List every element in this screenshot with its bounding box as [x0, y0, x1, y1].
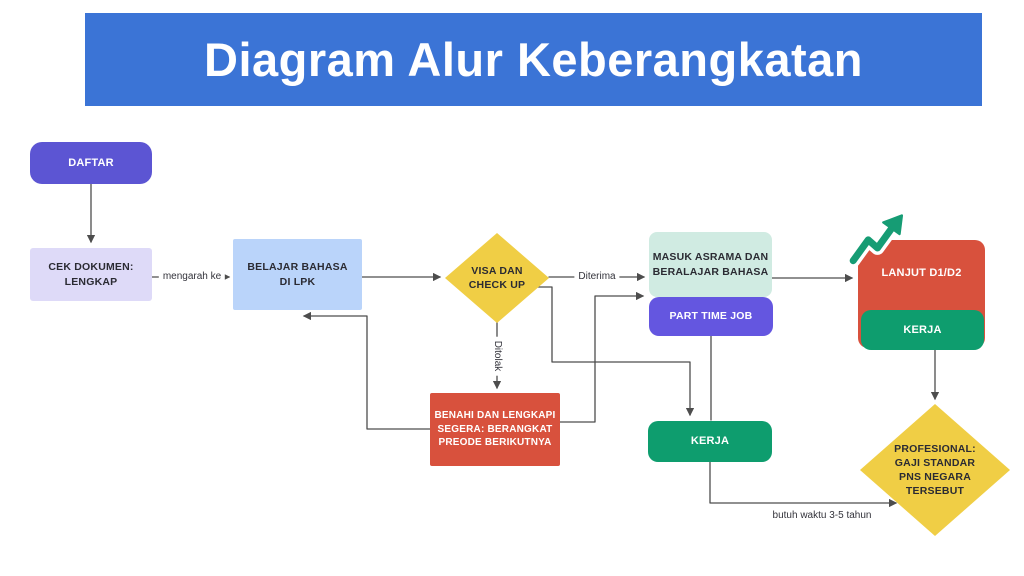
edge-visa-to-kerja — [536, 286, 695, 417]
edge-benahi-to-masuk — [559, 291, 645, 423]
trending-up-icon — [846, 212, 907, 268]
page-title: Diagram Alur Keberangkatan — [204, 33, 863, 86]
edge-label-butuh-waktu: butuh waktu 3-5 tahun — [772, 510, 872, 521]
edge-label-ditolak: Ditolak — [490, 336, 504, 376]
node-kerja-right: KERJA — [861, 310, 984, 350]
node-cek-dokumen: CEK DOKUMEN: LENGKAP — [30, 248, 152, 301]
node-kerja-middle: KERJA — [648, 421, 772, 462]
node-belajar-bahasa: BELAJAR BAHASA DI LPK — [233, 239, 362, 310]
node-daftar: DAFTAR — [30, 142, 152, 184]
title-banner: Diagram Alur Keberangkatan — [85, 13, 982, 106]
node-masuk-asrama: MASUK ASRAMA DAN BERALAJAR BAHASA — [649, 232, 772, 297]
node-benahi: BENAHI DAN LENGKAPI SEGERA: BERANGKAT PR… — [430, 393, 560, 466]
edge-benahi-to-belajar — [302, 311, 431, 430]
node-part-time-job: PART TIME JOB — [649, 297, 773, 336]
edge-label-mengarah-ke: mengarah ke — [158, 270, 226, 284]
edge-label-diterima: Diterima — [574, 270, 620, 284]
edge-kerja-to-profesional — [709, 461, 898, 508]
